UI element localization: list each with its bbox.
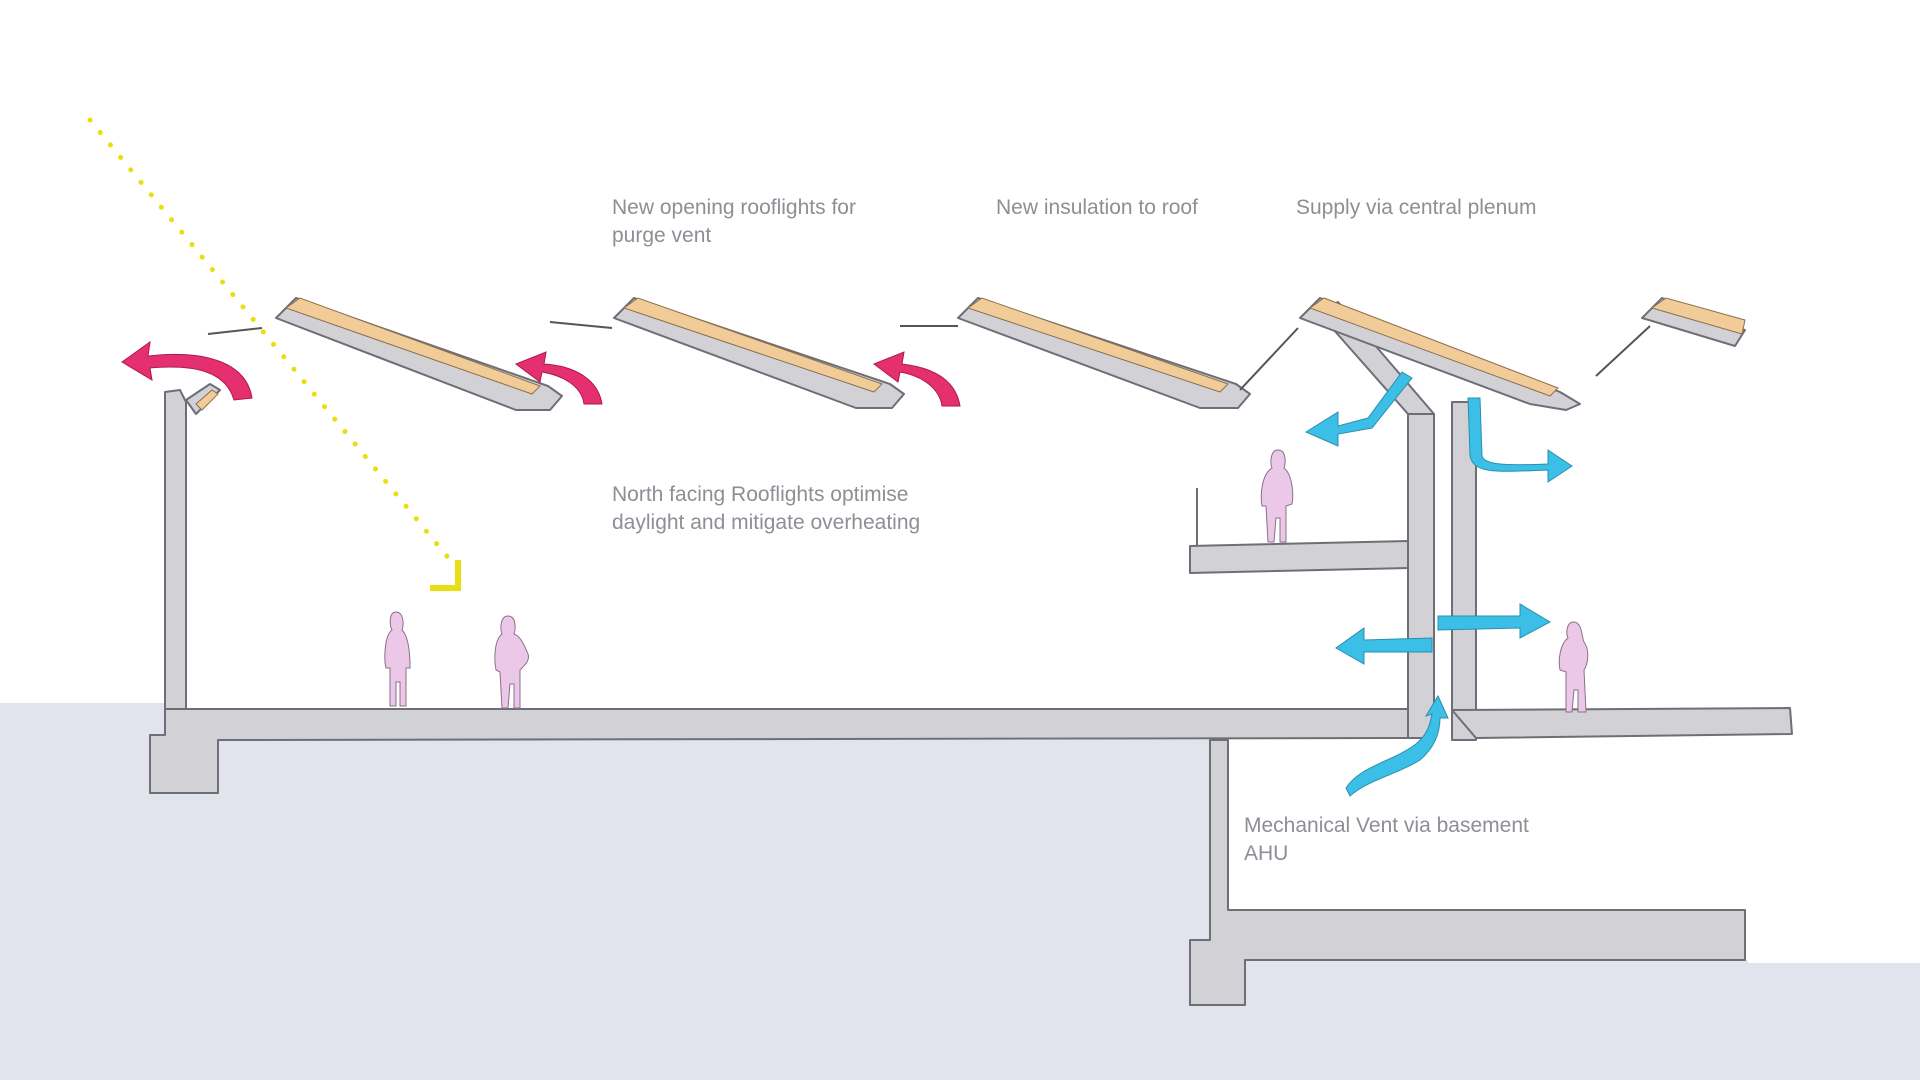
- rooflight-glazing-5: [1595, 325, 1651, 377]
- right-floor-slab: [1451, 707, 1793, 739]
- plenum-wall-left: [1407, 413, 1435, 739]
- rooflight-glazing-1: [207, 327, 263, 335]
- rooflight-glazing-4: [1239, 327, 1299, 391]
- annotation-north-rooflights: North facing Rooflights optimise dayligh…: [612, 483, 921, 534]
- annotation-central-plenum: Supply via central plenum: [1296, 196, 1537, 219]
- sun-ray: [87, 117, 453, 563]
- roof-insulation-4: [1308, 297, 1559, 397]
- annotation-basement-vent: Mechanical Vent via basement AHU: [1244, 814, 1529, 865]
- supply-arrow-plenum-out-left: [1304, 371, 1413, 447]
- basement-wall: [1189, 739, 1746, 1006]
- roof-insulation-2: [622, 297, 883, 393]
- sun-ray-end-marker: [430, 560, 461, 591]
- person-figure-2: [494, 615, 529, 709]
- annotation-roof-insulation: New insulation to roof: [996, 196, 1198, 219]
- extract-arrow-1: [121, 340, 253, 401]
- supply-arrow-ground-left: [1335, 627, 1433, 665]
- roof-insulation-3: [966, 297, 1229, 393]
- left-wall: [164, 389, 187, 710]
- roof-insulation-1: [284, 297, 541, 395]
- supply-arrow-ground-right: [1437, 603, 1552, 639]
- person-figure-3: [1260, 449, 1294, 543]
- rooflight-glazing-2: [549, 321, 613, 329]
- person-figure-1: [384, 611, 411, 707]
- extract-arrow-2: [514, 351, 603, 405]
- annotation-rooflights-purge: New opening rooflights for purge vent: [612, 196, 856, 247]
- person-figure-4: [1558, 621, 1589, 713]
- roof-insulation-5: [1650, 297, 1746, 335]
- supply-arrow-basement: [1345, 694, 1449, 797]
- ground-mass: [0, 703, 1920, 1080]
- left-upstand-insulation: [195, 389, 219, 411]
- supply-arrow-plenum-out-right: [1467, 397, 1573, 483]
- extract-arrow-3: [872, 351, 961, 407]
- mezzanine-slab: [1189, 540, 1409, 574]
